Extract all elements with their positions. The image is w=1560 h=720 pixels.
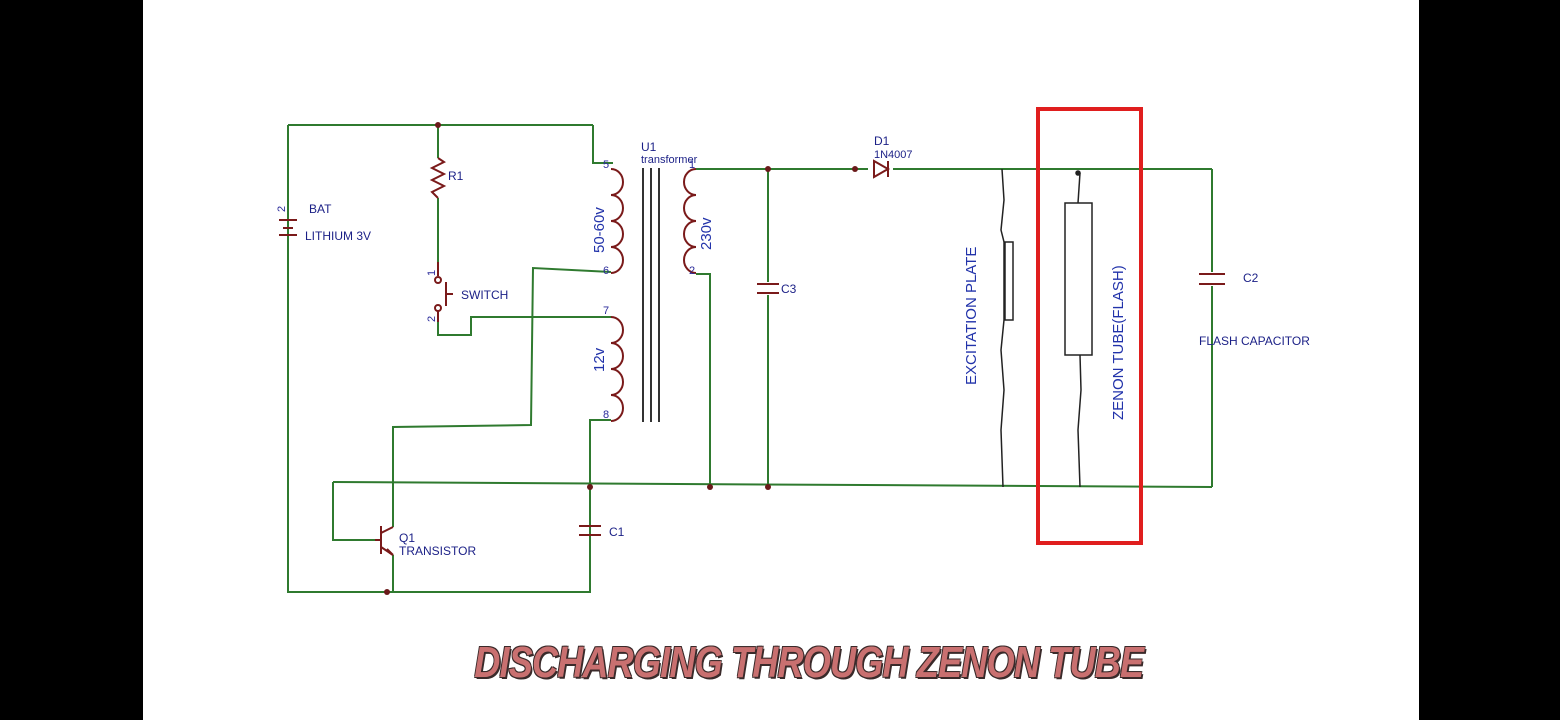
wire-sec-bottom <box>696 273 711 487</box>
wire-switch-to-pin7 <box>437 316 611 336</box>
transformer-pin7: 7 <box>603 305 609 317</box>
junctions <box>384 122 858 595</box>
wire-bottom-rail <box>332 481 1213 488</box>
battery-value: LITHIUM 3V <box>305 229 371 243</box>
battery-ref: BAT <box>309 202 332 216</box>
highlight-box <box>1036 107 1143 545</box>
transistor-q1 <box>375 526 394 556</box>
battery-pin: 2 <box>276 206 288 212</box>
c2-label: FLASH CAPACITOR <box>1199 334 1310 348</box>
junction-dot <box>587 484 593 490</box>
zenon-tube-symbol <box>1064 170 1093 488</box>
d1-value: 1N4007 <box>874 149 913 161</box>
switch-pin2: 2 <box>426 316 438 322</box>
d1-ref: D1 <box>874 134 890 148</box>
zenon-tube-label: ZENON TUBE(FLASH) <box>1110 265 1127 420</box>
transformer-pin6: 6 <box>603 265 609 277</box>
secondary-coil <box>683 168 697 274</box>
switch-label: SWITCH <box>461 288 508 302</box>
switch-pin1: 1 <box>426 270 438 276</box>
wire-pin6-to-base <box>392 266 612 527</box>
transformer-pin1: 1 <box>689 159 695 171</box>
secondary-voltage: 230v <box>698 217 715 250</box>
letterbox-left <box>0 0 143 720</box>
junction-dot <box>707 484 713 490</box>
capacitor-c3 <box>757 283 779 294</box>
capacitor-c1 <box>579 525 601 536</box>
excitation-plate-label: EXCITATION PLATE <box>963 247 980 385</box>
transformer-name: transformer <box>641 154 698 166</box>
q1-label: TRANSISTOR <box>399 544 476 558</box>
aux-coil <box>610 316 624 422</box>
transformer-ref: U1 <box>641 140 657 154</box>
q1-ref: Q1 <box>399 531 415 545</box>
c1-ref: C1 <box>609 525 625 539</box>
r1-ref: R1 <box>448 169 464 183</box>
transformer-symbol <box>610 168 697 422</box>
switch-symbol <box>434 262 453 322</box>
primary-voltage: 50-60v <box>591 207 608 253</box>
resistor-r1 <box>429 157 447 199</box>
junction-dot <box>765 166 771 172</box>
transformer-pin2: 2 <box>689 265 695 277</box>
wire-emitter-loop <box>332 482 375 541</box>
transformer-pin5: 5 <box>603 159 609 171</box>
c3-ref: C3 <box>781 282 797 296</box>
junction-dot <box>765 484 771 490</box>
wires <box>287 124 1213 593</box>
wire-to-pin5 <box>592 125 613 164</box>
transformer-pin8: 8 <box>603 409 609 421</box>
excitation-plate-symbol <box>1000 168 1014 488</box>
wire-pin8 <box>589 419 611 487</box>
diagram-canvas: 2 BAT LITHIUM 3V R1 1 2 SWITCH U1 transf… <box>143 0 1419 720</box>
junction-dot <box>435 122 441 128</box>
junction-dot <box>384 589 390 595</box>
capacitor-c2 <box>1199 273 1225 285</box>
c2-ref: C2 <box>1243 271 1259 285</box>
caption: DISCHARGING THROUGH ZENON TUBE <box>474 638 1144 687</box>
battery-symbol <box>279 219 297 236</box>
primary-coil <box>610 168 624 274</box>
circuit-schematic: 2 BAT LITHIUM 3V R1 1 2 SWITCH U1 transf… <box>276 107 1310 595</box>
diode-d1 <box>873 159 891 179</box>
junction-dot <box>852 166 858 172</box>
aux-voltage: 12v <box>591 347 608 372</box>
letterbox-right <box>1419 0 1560 720</box>
